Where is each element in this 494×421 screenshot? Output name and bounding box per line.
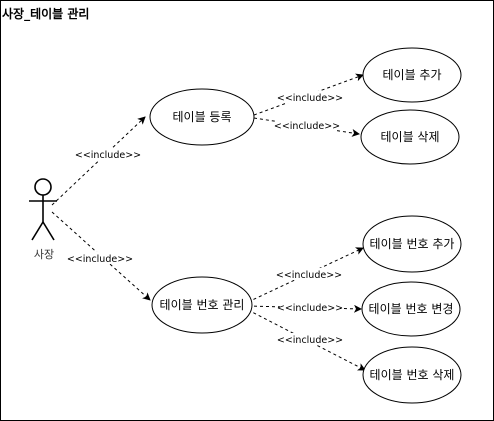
usecase-table-add-label: 테이블 추가: [382, 68, 441, 82]
usecase-table-register-shape: [149, 88, 255, 146]
relation-label-actor-to-register: <<include>>: [75, 150, 141, 161]
relation-labels: <<include>> <<include>> <<include>> <<in…: [67, 91, 343, 346]
relation-label-actor-to-number-manage: <<include>>: [67, 254, 133, 265]
usecase-table-number-delete-shape: [362, 346, 462, 404]
usecase-table-number-delete[interactable]: 테이블 번호 삭제: [362, 346, 462, 404]
relation-number-manage-to-delete[interactable]: [247, 309, 366, 371]
actor-left-leg: [31, 221, 44, 241]
usecase-table-number-change-shape: [361, 281, 461, 337]
relation-label-register-to-add: <<include>>: [277, 93, 343, 104]
actor-name: 사장: [34, 248, 54, 261]
relation-register-to-add[interactable]: [253, 73, 364, 116]
usecase-table-delete-shape: [360, 109, 460, 165]
usecase-table-number-add-shape: [362, 215, 462, 273]
usecase-table-number-manage-shape: [151, 276, 253, 334]
usecase-table-delete[interactable]: 테이블 삭제: [360, 109, 460, 165]
usecase-table-number-change[interactable]: 테이블 번호 변경: [361, 281, 461, 337]
usecase-table-delete-label: 테이블 삭제: [380, 130, 439, 144]
usecase-table-register[interactable]: 테이블 등록: [149, 88, 255, 146]
actor-owner[interactable]: 사장: [29, 178, 57, 261]
relation-label-register-to-delete: <<include>>: [274, 121, 340, 132]
usecase-table-add[interactable]: 테이블 추가: [362, 47, 462, 103]
usecase-table-number-delete-label: 테이블 번호 삭제: [370, 368, 455, 382]
system-boundary-title: 사장_테이블 관리: [2, 6, 89, 22]
usecase-table-number-add[interactable]: 테이블 번호 추가: [362, 215, 462, 273]
usecase-table-number-manage-label: 테이블 번호 관리: [160, 298, 245, 312]
usecase-table-number-change-label: 테이블 번호 변경: [369, 302, 454, 316]
usecase-table-number-add-label: 테이블 번호 추가: [370, 237, 455, 251]
usecase-table-add-shape: [362, 47, 462, 103]
actor-right-leg: [42, 221, 55, 241]
usecase-table-number-manage[interactable]: 테이블 번호 관리: [151, 276, 253, 334]
usecase-table-register-label: 테이블 등록: [172, 110, 231, 124]
relation-label-number-manage-to-delete: <<include>>: [277, 335, 343, 346]
relation-label-number-manage-to-add: <<include>>: [276, 270, 342, 281]
actor-head: [34, 178, 52, 196]
relation-actor-to-number-manage[interactable]: [51, 211, 151, 301]
relation-label-number-manage-to-change: <<include>>: [277, 303, 343, 314]
